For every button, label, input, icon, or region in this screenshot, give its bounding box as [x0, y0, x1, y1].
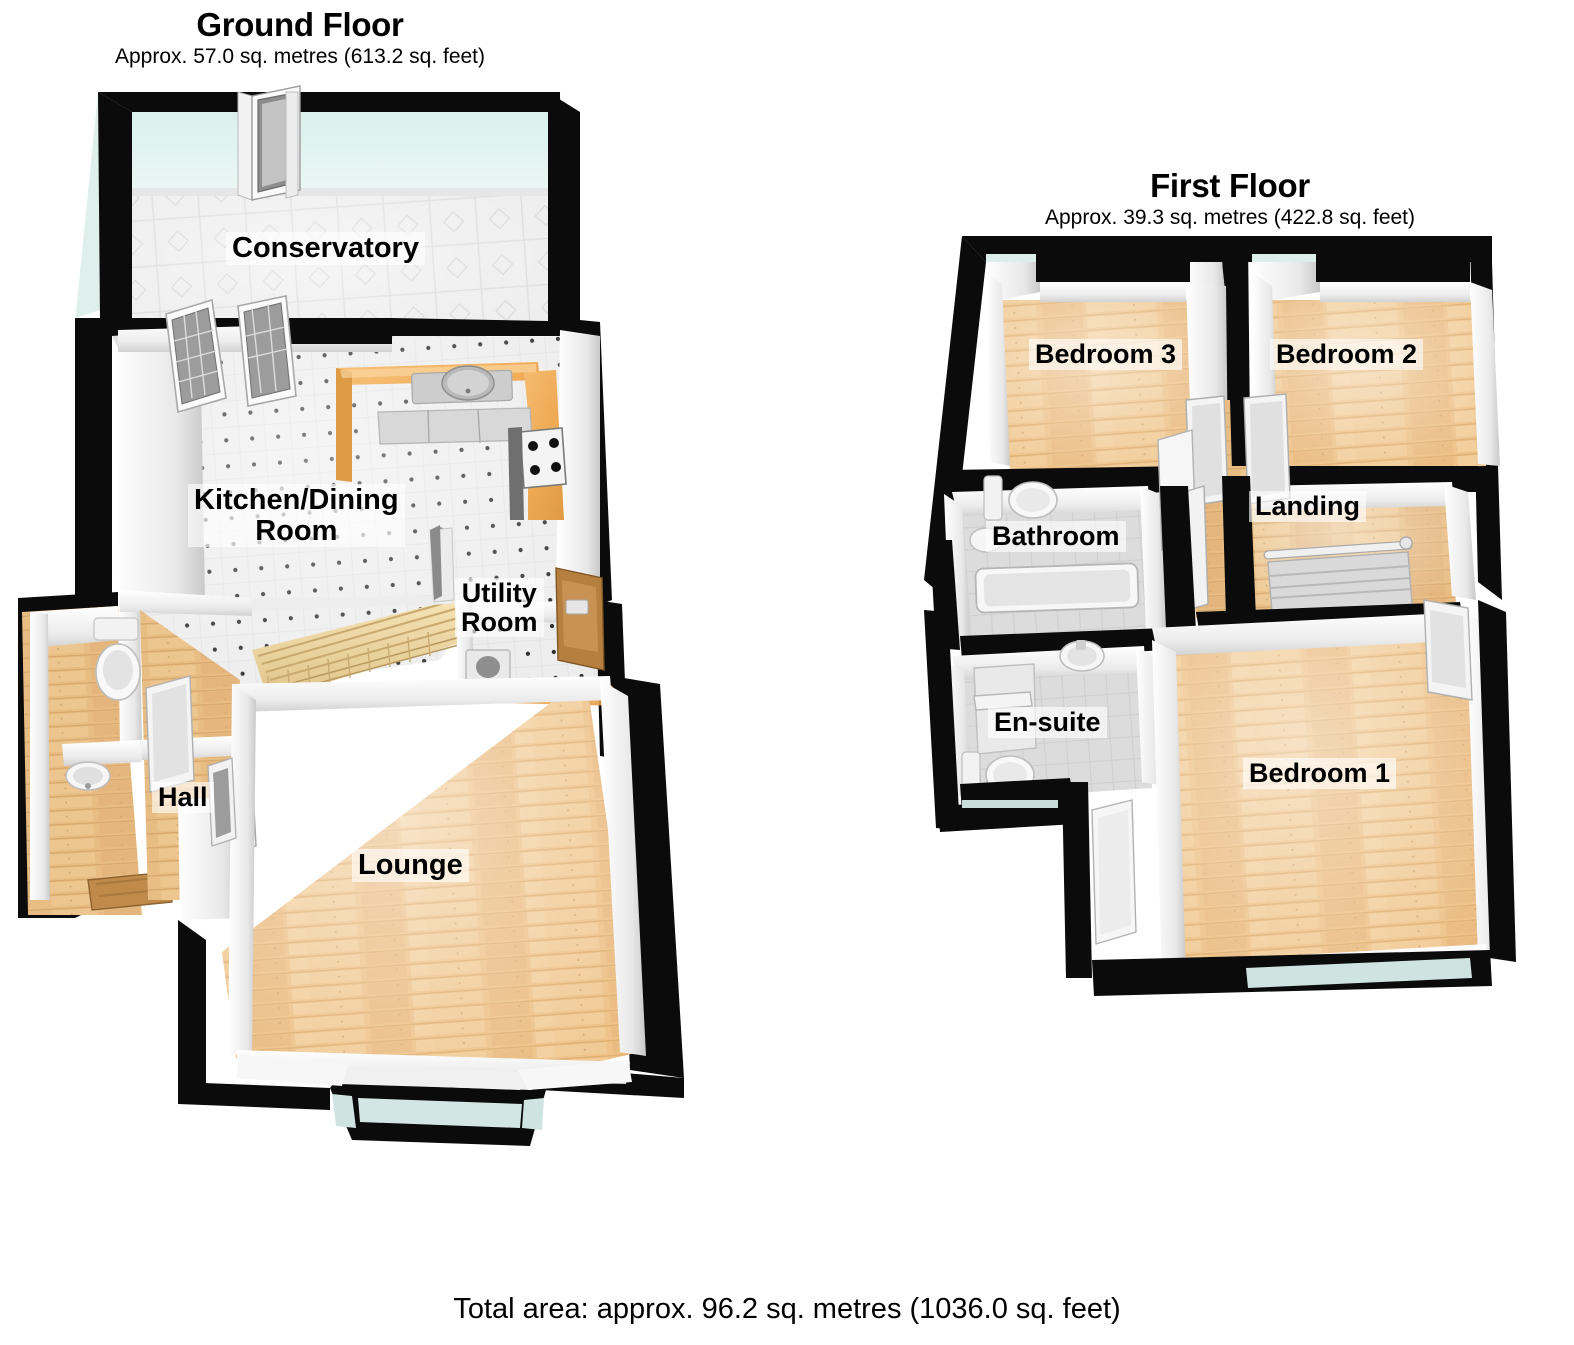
kitchen-hob [519, 427, 567, 489]
room-label-bathroom[interactable]: Bathroom [986, 521, 1126, 552]
ground-floor-subtitle: Approx. 57.0 sq. metres (613.2 sq. feet) [114, 45, 486, 68]
room-label-landing[interactable]: Landing [1249, 491, 1366, 522]
first-floor-subtitle: Approx. 39.3 sq. metres (422.8 sq. feet) [1044, 206, 1416, 229]
hall-door [145, 675, 195, 793]
bedroom1-door [1423, 599, 1473, 701]
first-floor-graphic [924, 236, 1516, 996]
lounge-door [207, 757, 237, 847]
conservatory-window-right [237, 295, 297, 407]
room-label-bedroom-3[interactable]: Bedroom 3 [1029, 339, 1183, 370]
total-area-text: Total area: approx. 96.2 sq. metres (103… [453, 1293, 1121, 1325]
first-floor-title: First Floor [1150, 167, 1310, 204]
room-label-lounge[interactable]: Lounge [352, 849, 469, 882]
landing-stairwell [1263, 536, 1413, 613]
kitchen-sink [411, 365, 513, 405]
bedroom1-ensuite-door [1091, 799, 1137, 945]
utility-appliance [465, 649, 511, 685]
room-label-bedroom-1[interactable]: Bedroom 1 [1243, 758, 1397, 789]
room-label-conservatory[interactable]: Conservatory [226, 232, 425, 265]
room-label-en-suite[interactable]: En-suite [988, 707, 1107, 738]
conservatory-door [237, 85, 301, 201]
wc-toilet [93, 617, 141, 701]
room-label-hall[interactable]: Hall [152, 782, 214, 813]
ground-floor-title: Ground Floor [196, 6, 404, 43]
bathroom-toilet [983, 475, 1058, 521]
ensuite-basin [1059, 640, 1105, 672]
bathroom-bath [974, 562, 1140, 614]
wc-basin [65, 761, 111, 791]
utility-door [555, 567, 605, 671]
room-label-utility[interactable]: Utility Room [455, 578, 544, 638]
room-label-kitchen-dining[interactable]: Kitchen/Dining Room [188, 484, 405, 548]
conservatory-window-left [165, 298, 227, 414]
room-label-bedroom-2[interactable]: Bedroom 2 [1270, 339, 1424, 370]
